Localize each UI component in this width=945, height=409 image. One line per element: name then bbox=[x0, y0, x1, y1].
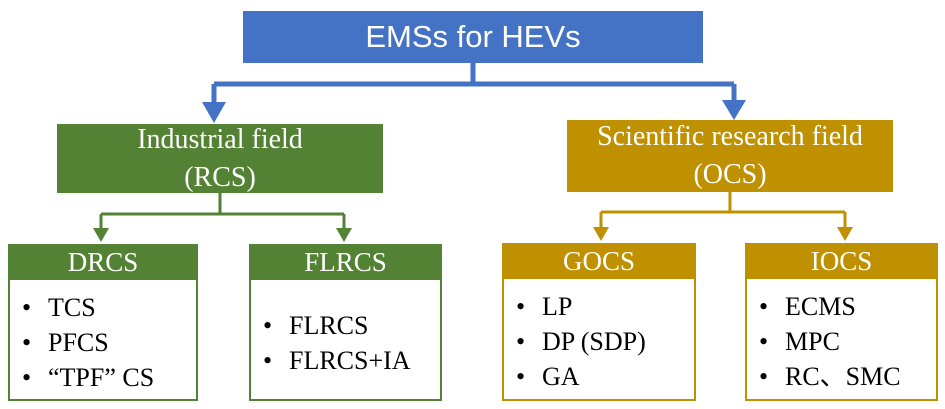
list-item-label: “TPF” CS bbox=[48, 363, 155, 392]
industrial-connector bbox=[99, 193, 346, 230]
bullet: • bbox=[516, 327, 526, 356]
arrow-to-drcs bbox=[93, 228, 109, 242]
list-item-label: LP bbox=[542, 292, 573, 321]
drcs-node: DRCS • TCS • PFCS • “TPF” CS bbox=[8, 244, 198, 401]
scientific-title: Scientific research field bbox=[597, 121, 863, 152]
list-item-label: MPC bbox=[785, 327, 840, 356]
bullet: • bbox=[516, 362, 526, 391]
list-item-label: PFCS bbox=[48, 328, 109, 357]
arrow-to-flrcs bbox=[336, 228, 352, 242]
bullet: • bbox=[263, 311, 273, 340]
drcs-title: DRCS bbox=[8, 244, 198, 280]
arrow-to-scientific bbox=[722, 100, 746, 120]
list-item-label: FLRCS+IA bbox=[289, 346, 411, 375]
list-item: • “TPF” CS bbox=[22, 360, 192, 395]
bullet: • bbox=[22, 363, 32, 392]
industrial-field-node: Industrial field (RCS) bbox=[57, 124, 383, 193]
list-item: • FLRCS bbox=[263, 308, 436, 343]
list-item-label: FLRCS bbox=[289, 311, 369, 340]
list-item: • PFCS bbox=[22, 325, 192, 360]
list-item-label: ECMS bbox=[785, 292, 856, 321]
scientific-subtitle: (OCS) bbox=[693, 159, 767, 190]
scientific-field-node: Scientific research field (OCS) bbox=[567, 120, 893, 192]
bullet: • bbox=[22, 293, 32, 322]
list-item: • ECMS bbox=[759, 289, 932, 324]
root-connector bbox=[211, 63, 737, 104]
flrcs-node: FLRCS • FLRCS • FLRCS+IA bbox=[249, 244, 442, 401]
scientific-connector bbox=[599, 192, 847, 229]
bullet: • bbox=[263, 346, 273, 375]
list-item: • GA bbox=[516, 359, 690, 394]
gocs-list: • LP • DP (SDP) • GA bbox=[516, 289, 690, 394]
industrial-subtitle: (RCS) bbox=[184, 161, 256, 193]
arrow-to-industrial bbox=[202, 102, 226, 123]
list-item: • RC、SMC bbox=[759, 359, 932, 394]
root-node: EMSs for HEVs bbox=[243, 11, 703, 63]
list-item-label: DP (SDP) bbox=[542, 327, 646, 356]
list-item-label: RC、SMC bbox=[785, 362, 901, 391]
bullet: • bbox=[516, 292, 526, 321]
iocs-list: • ECMS • MPC • RC、SMC bbox=[759, 289, 932, 394]
list-item-label: TCS bbox=[48, 293, 96, 322]
list-item: • FLRCS+IA bbox=[263, 343, 436, 378]
iocs-title: IOCS bbox=[745, 243, 938, 279]
bullet: • bbox=[22, 328, 32, 357]
arrow-to-iocs bbox=[837, 227, 853, 241]
flrcs-title: FLRCS bbox=[249, 244, 442, 280]
iocs-node: IOCS • ECMS • MPC • RC、SMC bbox=[745, 243, 938, 401]
bullet: • bbox=[759, 327, 769, 356]
bullet: • bbox=[759, 362, 769, 391]
gocs-node: GOCS • LP • DP (SDP) • GA bbox=[502, 243, 696, 401]
industrial-title: Industrial field bbox=[137, 123, 303, 155]
list-item: • MPC bbox=[759, 324, 932, 359]
list-item: • DP (SDP) bbox=[516, 324, 690, 359]
list-item-label: GA bbox=[542, 362, 580, 391]
bullet: • bbox=[759, 292, 769, 321]
arrow-to-gocs bbox=[593, 227, 609, 241]
gocs-title: GOCS bbox=[502, 243, 696, 279]
flrcs-list: • FLRCS • FLRCS+IA bbox=[263, 308, 436, 378]
list-item: • TCS bbox=[22, 290, 192, 325]
root-label: EMSs for HEVs bbox=[365, 19, 581, 54]
drcs-list: • TCS • PFCS • “TPF” CS bbox=[22, 290, 192, 395]
list-item: • LP bbox=[516, 289, 690, 324]
